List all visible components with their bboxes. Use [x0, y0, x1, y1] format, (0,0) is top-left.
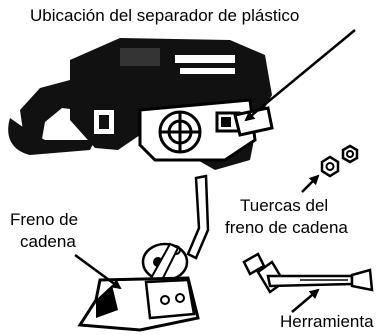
tool-leader-arrow — [291, 288, 320, 313]
chain-brake-leader-arrow — [74, 253, 122, 290]
nuts-leader-arrow — [301, 174, 320, 193]
separator-location-label: Ubicación del separador de plástico — [30, 6, 300, 25]
separator-leader-arrow — [244, 29, 356, 122]
chain-brake-icon — [77, 174, 210, 332]
nuts-label-line1: Tuercas del — [240, 196, 329, 215]
wrench-tool-icon — [242, 252, 374, 294]
chain-brake-label-line2: cadena — [20, 232, 76, 251]
nuts-label-line2: freno de cadena — [225, 218, 348, 237]
tool-label: Herramienta — [280, 312, 374, 331]
nut-icon — [320, 144, 359, 178]
chainsaw-body — [8, 38, 274, 170]
chain-brake-label-line1: Freno de — [10, 210, 79, 229]
